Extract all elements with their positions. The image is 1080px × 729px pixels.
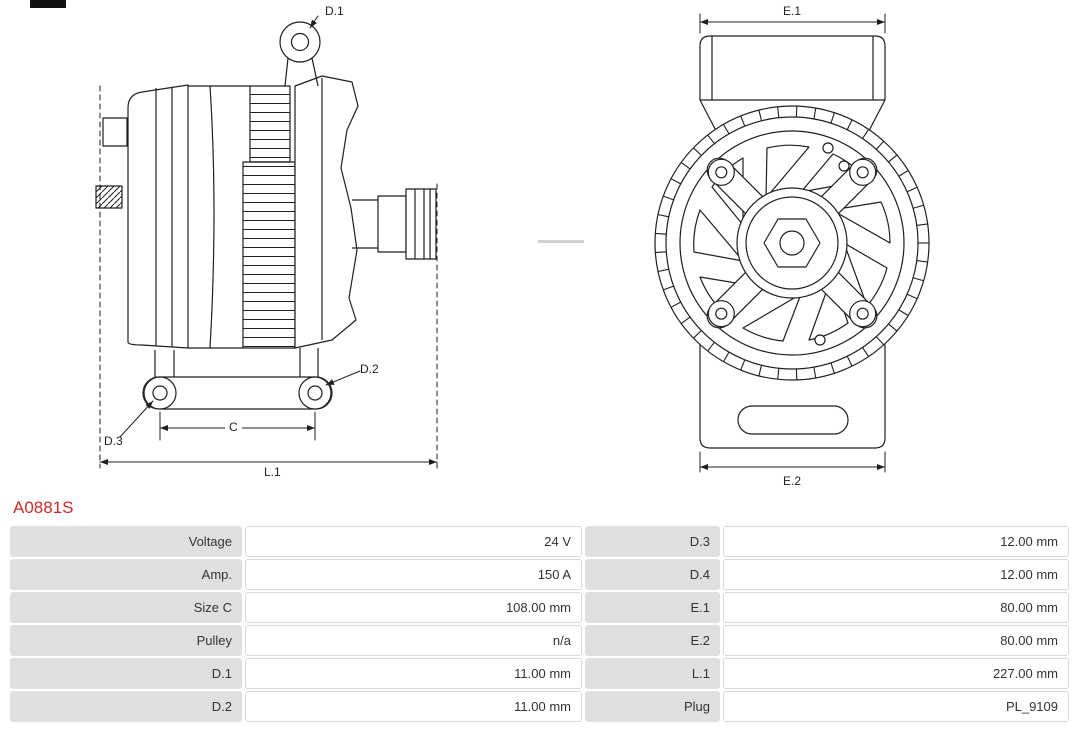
front-view-dimensions — [699, 13, 886, 473]
leader-D2 — [325, 370, 361, 386]
stator-core — [242, 161, 296, 349]
top-lug-arms — [284, 57, 319, 87]
spec-label-cell: E.2 — [585, 625, 720, 656]
spec-value-cell: 108.00 mm — [245, 592, 582, 623]
dim-label-e2: E.2 — [783, 474, 802, 488]
leader-D3 — [119, 400, 154, 438]
bolt-bosses — [707, 158, 877, 328]
shaft-boss — [377, 195, 407, 253]
spec-label-cell: D.1 — [10, 658, 242, 689]
stator-ribs-top — [249, 85, 291, 163]
stator-fins — [655, 106, 929, 380]
specs-table: Voltage 24 V D.3 12.00 mm Amp. 150 A D.4… — [10, 526, 1070, 722]
spec-value-cell: 227.00 mm — [723, 658, 1069, 689]
spec-value-cell: 80.00 mm — [723, 592, 1069, 623]
watermark-dash — [538, 240, 584, 243]
bottom-mount-slot — [737, 405, 849, 435]
page-corner-mark — [30, 0, 66, 8]
spec-label-cell: L.1 — [585, 658, 720, 689]
bottom-right-hole — [307, 385, 323, 401]
dim-label-e1: E.1 — [783, 4, 802, 18]
bracket-rim — [679, 130, 905, 356]
bottom-mount-bar — [142, 376, 333, 410]
spec-value-cell: 11.00 mm — [245, 658, 582, 689]
spec-label-cell: D.2 — [10, 691, 242, 722]
spec-value-cell: n/a — [245, 625, 582, 656]
leader-D1 — [309, 15, 319, 29]
side-view-body — [95, 21, 437, 410]
top-mounting-hole — [290, 32, 310, 52]
alternator-side-view-drawing — [95, 15, 438, 469]
spec-value-cell: 150 A — [245, 559, 582, 590]
spec-label-cell: Size C — [10, 592, 242, 623]
front-bracket — [294, 75, 359, 349]
front-view-body — [654, 35, 930, 449]
spec-value-cell: 11.00 mm — [245, 691, 582, 722]
spec-label-cell: D.3 — [585, 526, 720, 557]
dim-label-c: C — [225, 420, 242, 434]
spec-label-cell: Pulley — [10, 625, 242, 656]
pulley-hub-inner — [745, 196, 839, 290]
spec-label-cell: E.1 — [585, 592, 720, 623]
spec-value-cell: 12.00 mm — [723, 559, 1069, 590]
dim-label-d2: D.2 — [360, 362, 379, 376]
dim-label-l1: L.1 — [264, 465, 281, 479]
bottom-left-hole — [152, 385, 168, 401]
rear-terminal-block — [95, 185, 123, 209]
shaft-spline — [405, 188, 437, 260]
alternator-front-view-drawing — [654, 13, 930, 473]
spec-label-cell: Amp. — [10, 559, 242, 590]
vent-holes — [814, 142, 850, 346]
shaft-end — [779, 230, 805, 256]
spec-label-cell: D.4 — [585, 559, 720, 590]
spec-value-cell: PL_9109 — [723, 691, 1069, 722]
spec-value-cell: 24 V — [245, 526, 582, 557]
rear-housing — [127, 84, 189, 349]
part-number: A0881S — [13, 498, 74, 517]
spec-label-cell: Voltage — [10, 526, 242, 557]
spec-value-cell: 80.00 mm — [723, 625, 1069, 656]
dim-label-d3: D.3 — [104, 434, 123, 448]
dim-label-d1: D.1 — [325, 4, 344, 18]
rear-tab — [102, 117, 128, 147]
spec-label-cell: Plug — [585, 691, 720, 722]
spec-value-cell: 12.00 mm — [723, 526, 1069, 557]
